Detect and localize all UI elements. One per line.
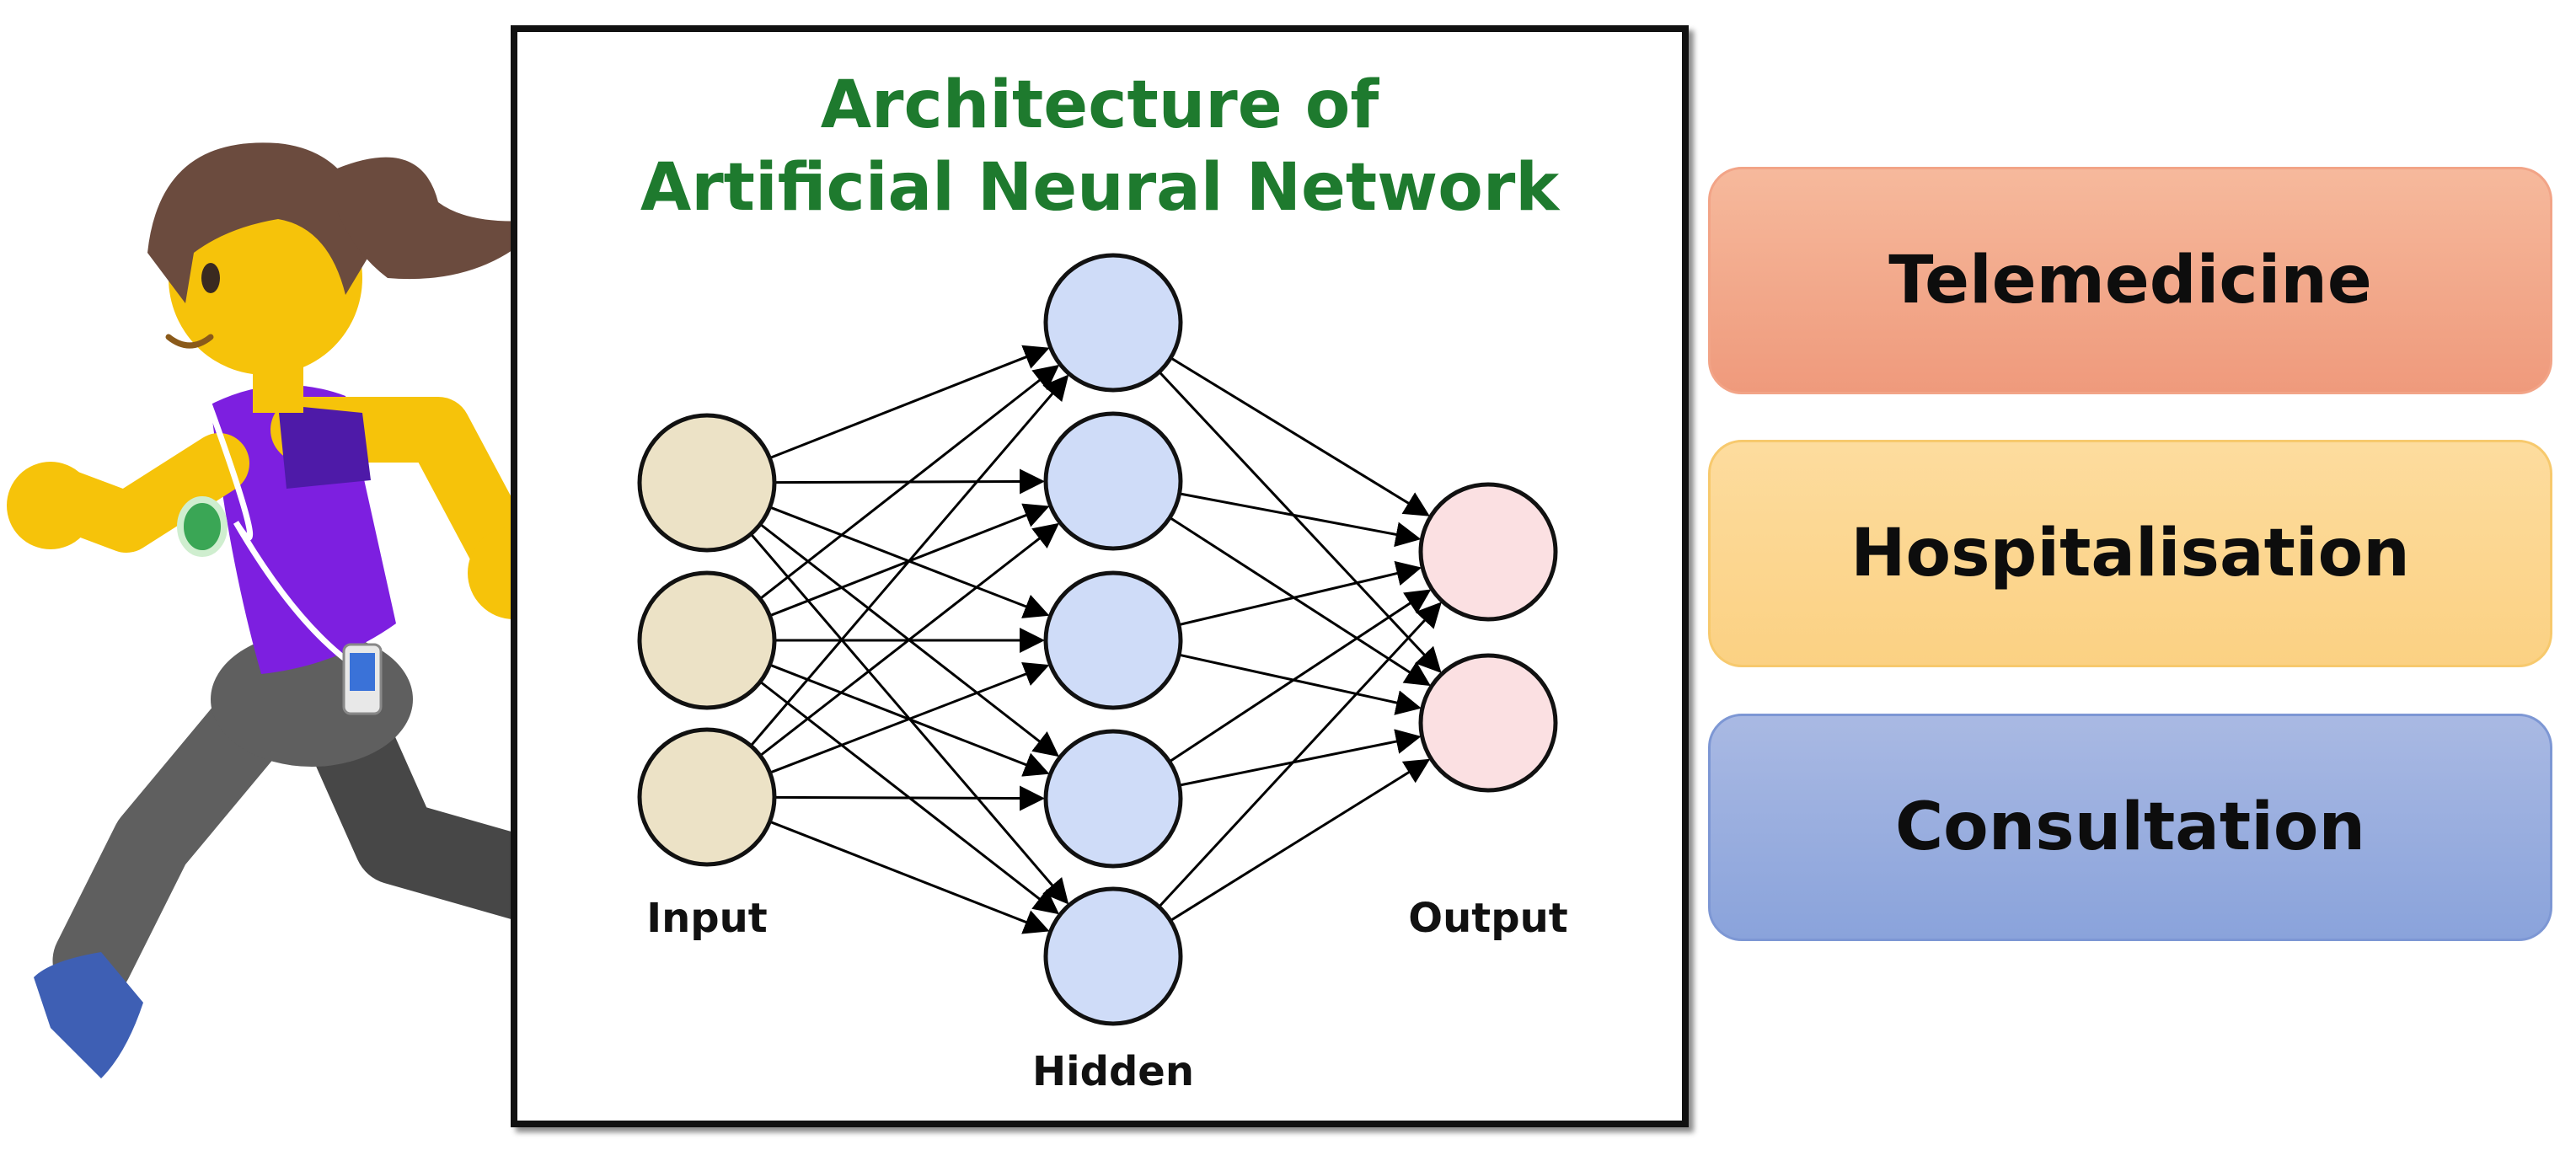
hidden-neuron-4 [1043,729,1183,869]
hidden-neuron-3 [1043,570,1183,710]
edge-hidden-5-to-output-2 [1170,758,1431,922]
ponytail [337,157,548,280]
back-shoe [34,952,143,1078]
input-layer-label: Input [646,895,768,942]
hidden-layer-label: Hidden [1032,1048,1194,1095]
edge-input-3-to-hidden-2 [759,522,1060,757]
input-neuron-1 [637,413,777,553]
diagram-title: Architecture of Artificial Neural Networ… [517,64,1682,229]
earphone-cable [190,361,356,668]
output-layer-label: Output [1408,895,1567,942]
edge-hidden-4-to-output-1 [1168,589,1432,763]
edge-input-2-to-hidden-1 [759,364,1060,600]
edge-hidden-1-to-output-1 [1170,356,1430,516]
edge-input-3-to-hidden-3 [769,661,1050,774]
edge-hidden-3-to-output-2 [1178,653,1422,715]
network-diagram: Input Hidden Output [637,253,1568,1095]
hidden-neuron-2 [1043,411,1183,551]
edge-hidden-5-to-output-1 [1158,602,1442,908]
armband-device [177,496,228,557]
neurons [637,253,1558,1026]
edge-input-3-to-hidden-4 [774,785,1046,811]
edge-input-1-to-hidden-1 [769,345,1050,460]
back-fist [7,462,94,549]
edge-input-3-to-hidden-5 [769,820,1050,934]
hair [147,142,371,303]
edge-hidden-1-to-output-2 [1158,371,1442,673]
running-woman-illustration [0,84,624,1095]
hidden-neuron-5 [1043,886,1183,1026]
edge-hidden-4-to-output-2 [1179,729,1422,787]
title-line-2: Artificial Neural Network [640,150,1560,226]
input-neuron-2 [637,570,777,710]
outcome-card-hospitalisation: Hospitalisation [1708,440,2552,667]
connections [749,345,1442,934]
input-neuron-3 [637,727,777,867]
edge-hidden-2-to-output-1 [1179,492,1422,548]
outcome-card-telemedicine: Telemedicine [1708,167,2552,394]
outcome-card-consultation: Consultation [1708,714,2552,941]
neural-network-panel: Architecture of Artificial Neural Networ… [511,25,1689,1127]
edge-hidden-3-to-output-1 [1178,560,1422,627]
title-line-1: Architecture of [820,67,1379,143]
sleeve [278,404,371,489]
edge-input-3-to-hidden-1 [749,374,1069,747]
hidden-neuron-1 [1043,253,1183,393]
output-neuron-1 [1418,482,1558,622]
output-neuron-2 [1418,653,1558,793]
edge-hidden-2-to-output-2 [1169,516,1431,687]
